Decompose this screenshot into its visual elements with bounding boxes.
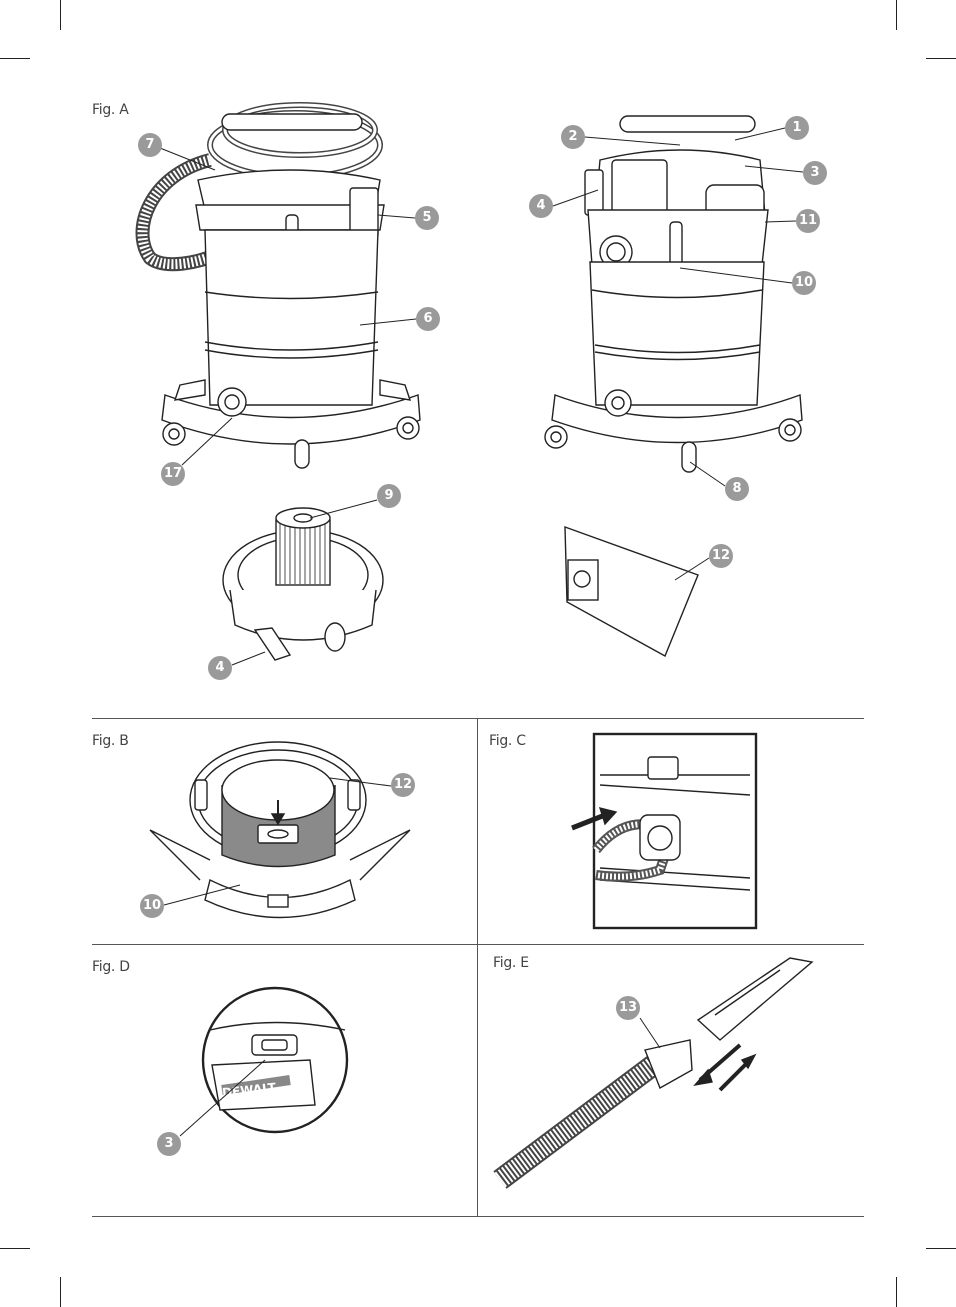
callout-4: 4: [208, 656, 232, 680]
callout-10: 10: [792, 271, 816, 295]
callout-10-fig-b: 10: [140, 894, 164, 918]
dust-bag-illustration: [565, 527, 698, 656]
crevice-tool-illustration: [500, 958, 812, 1180]
callout-3-fig-d: 3: [157, 1132, 181, 1156]
callout-6: 6: [416, 307, 440, 331]
fig-c-label: Fig. C: [489, 733, 526, 749]
callout-4-right: 4: [529, 194, 553, 218]
fig-b-label: Fig. B: [92, 733, 129, 749]
callout-13-fig-e: 13: [616, 996, 640, 1020]
fig-a-label: Fig. A: [92, 102, 129, 118]
callout-1: 1: [785, 116, 809, 140]
callout-11: 11: [796, 209, 820, 233]
callout-12: 12: [709, 544, 733, 568]
callout-3: 3: [803, 161, 827, 185]
vacuum-with-hose-illustration: [143, 105, 421, 468]
callout-12-fig-b: 12: [391, 773, 415, 797]
vacuum-front-illustration: [545, 116, 802, 472]
fig-e-label: Fig. E: [493, 955, 529, 971]
battery-release-illustration: DEWALT: [203, 988, 347, 1132]
filter-assembly-illustration: [223, 508, 383, 660]
hose-connect-illustration: [572, 734, 756, 928]
callout-9: 9: [377, 484, 401, 508]
tank-bag-install-illustration: [150, 742, 410, 918]
fig-d-label: Fig. D: [92, 959, 130, 975]
callout-5: 5: [415, 206, 439, 230]
callout-2: 2: [561, 125, 585, 149]
callout-7: 7: [138, 133, 162, 157]
callout-8: 8: [725, 477, 749, 501]
callout-17: 17: [161, 462, 185, 486]
